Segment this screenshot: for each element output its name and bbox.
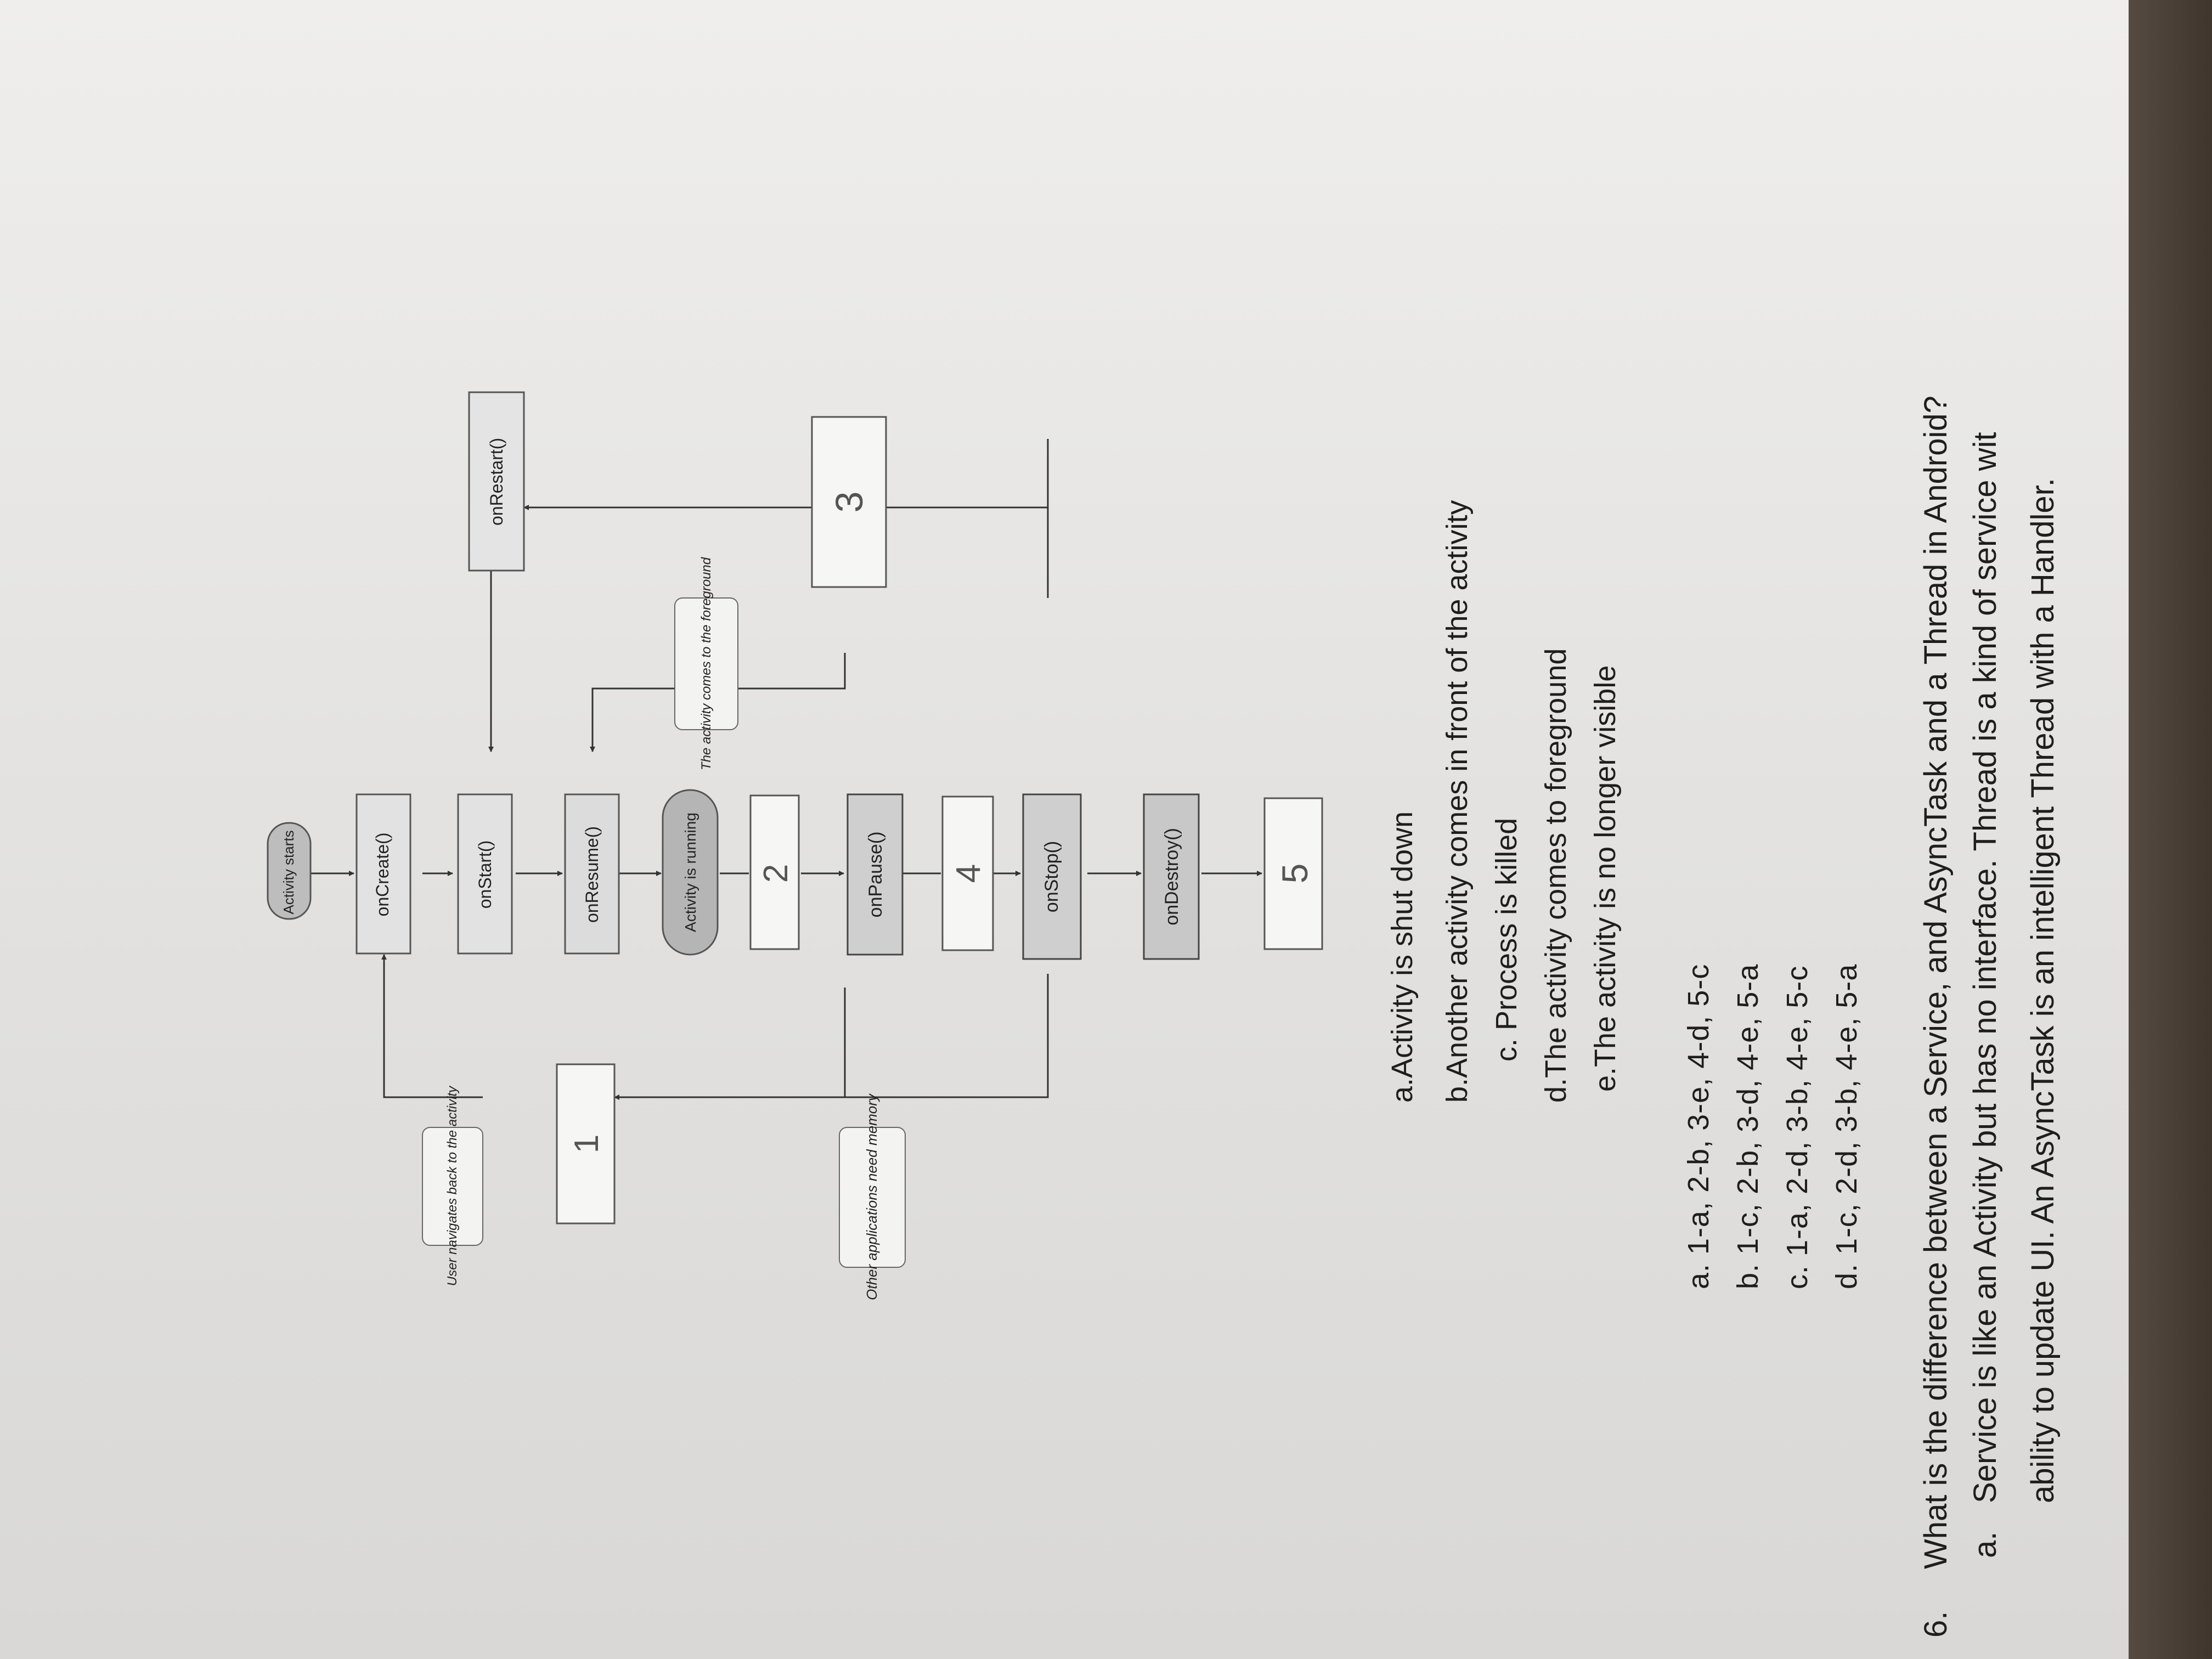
blank-box-4	[941, 795, 994, 951]
user-navigates-label: User navigates back to the activity	[445, 1085, 460, 1286]
oncreate-box	[356, 793, 411, 955]
activity-starts-label: Activity starts	[280, 830, 297, 914]
blank-box-3	[811, 416, 887, 588]
blank-5-number: 5	[1274, 864, 1315, 884]
onpause-box	[847, 793, 904, 956]
blank-box-2	[749, 794, 800, 950]
foreground-label: The activity comes to the foreground	[699, 557, 714, 770]
blank-1-number: 1	[568, 1135, 606, 1153]
onstop-box	[1022, 793, 1082, 960]
onstart-label: onStart()	[475, 840, 495, 909]
onresume-label: onResume()	[582, 826, 602, 923]
oncreate-label: onCreate()	[373, 833, 392, 917]
activity-starts-node	[267, 822, 312, 920]
other-apps-label: Other applications need memory	[864, 1093, 880, 1300]
onresume-box	[564, 793, 620, 955]
ondestroy-label: onDestroy()	[1161, 828, 1182, 926]
user-navigates-label-box	[422, 1127, 483, 1246]
activity-running-label: Activity is running	[682, 812, 699, 932]
onrestart-label: onRestart()	[487, 438, 506, 526]
blank-2-number: 2	[757, 864, 795, 883]
onstart-box	[457, 793, 513, 955]
blank-4-number: 4	[950, 864, 988, 883]
onstop-label: onStop()	[1041, 841, 1062, 912]
activity-running-node	[662, 789, 719, 956]
blank-box-5	[1263, 797, 1323, 950]
other-apps-label-box	[839, 1127, 906, 1268]
blank-box-1	[556, 1063, 616, 1224]
blank-3-number: 3	[828, 492, 871, 513]
onpause-label: onPause()	[865, 832, 886, 918]
onrestart-box	[468, 391, 525, 572]
ondestroy-box	[1143, 793, 1200, 960]
foreground-label-box	[674, 597, 738, 730]
